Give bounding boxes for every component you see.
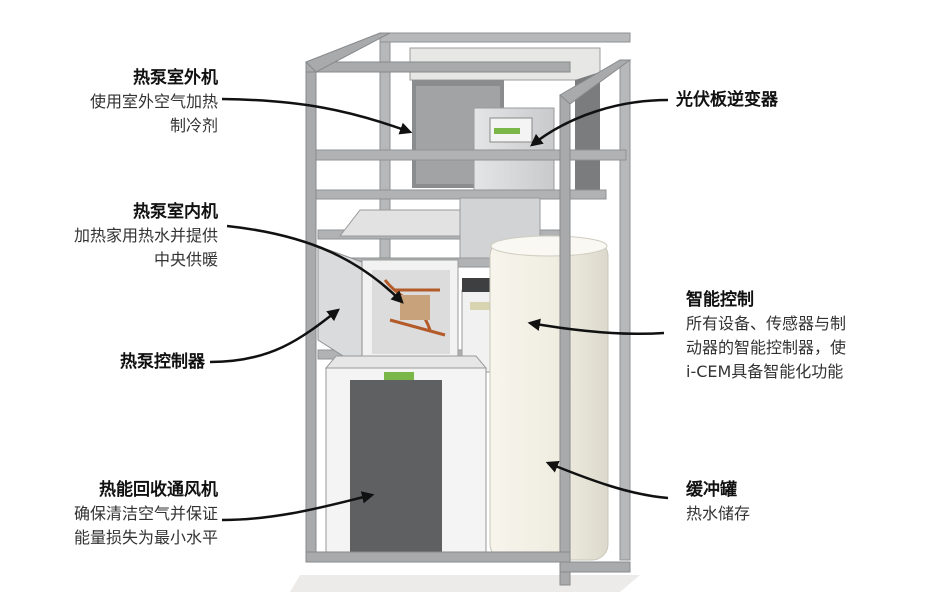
inverter-box	[473, 107, 555, 191]
indoor-unit	[361, 259, 459, 361]
callout-smart-control: 智能控制 所有设备、传感器与制 动器的智能控制器，使 i-CEM具备智能化功能	[686, 288, 846, 384]
buffer-tank-desc-1: 热水储存	[686, 504, 751, 523]
buffer-tank	[489, 235, 609, 561]
outdoor-unit-title: 热泵室外机	[133, 68, 218, 88]
callout-arrows	[209, 97, 669, 522]
indoor-unit-desc-2: 中央供暖	[153, 250, 218, 269]
smart-control-desc-2: 动器的智能控制器，使	[686, 338, 847, 357]
arrow-controller	[209, 308, 340, 364]
arrow-ventilation	[221, 491, 375, 522]
smart-control-desc-1: 所有设备、传感器与制	[686, 314, 847, 333]
callout-buffer-tank: 缓冲罐 热水储存	[686, 478, 750, 526]
callout-controller: 热泵控制器	[0, 350, 205, 374]
ventilation-desc-1: 确保清洁空气并保证	[73, 504, 218, 523]
indoor-unit-desc-1: 加热家用热水并提供	[73, 226, 218, 245]
front-frame	[305, 32, 632, 586]
smart-control-title: 智能控制	[686, 290, 754, 310]
arrow-outdoor-unit	[221, 97, 413, 135]
indoor-unit-title: 热泵室内机	[133, 202, 218, 222]
outdoor-unit	[409, 47, 601, 198]
outdoor-unit-desc-2: 制冷剂	[169, 116, 218, 135]
arrow-buffer-tank	[545, 460, 669, 500]
ventilation-title: 热能回收通风机	[99, 480, 218, 500]
arrow-smart-control	[527, 318, 665, 336]
ground-shadow	[290, 575, 640, 592]
callout-indoor-unit: 热泵室内机 加热家用热水并提供 中央供暖	[0, 200, 218, 272]
ventilation-desc-2: 能量损失为最小水平	[73, 528, 218, 547]
controller-title: 热泵控制器	[120, 352, 205, 372]
callout-outdoor-unit: 热泵室外机 使用室外空气加热 制冷剂	[0, 66, 218, 138]
arrow-indoor-unit	[226, 224, 404, 304]
outdoor-unit-desc-1: 使用室外空气加热	[89, 92, 218, 111]
callout-ventilation: 热能回收通风机 确保清洁空气并保证 能量损失为最小水平	[0, 478, 218, 550]
callout-inverter: 光伏板逆变器	[676, 88, 778, 112]
smart-control-desc-3: i-CEM具备智能化功能	[686, 362, 844, 381]
inverter-title: 光伏板逆变器	[676, 90, 778, 110]
arrow-inverter	[530, 98, 669, 147]
buffer-tank-title: 缓冲罐	[686, 480, 737, 500]
ventilation-unit	[324, 355, 488, 560]
